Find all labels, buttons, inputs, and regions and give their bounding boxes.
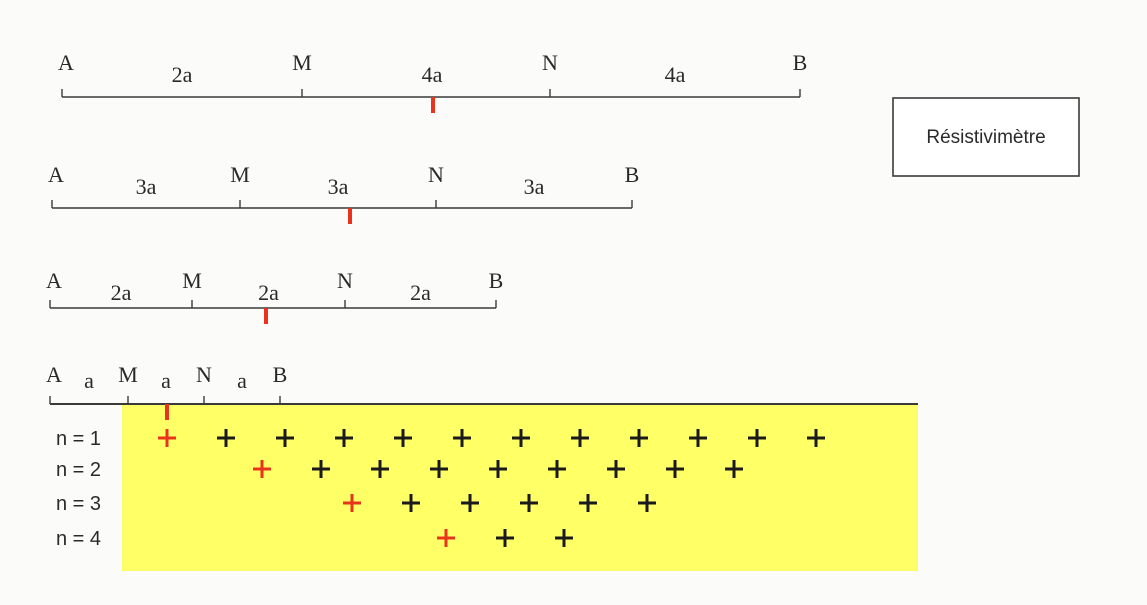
measurement-point [571,429,589,447]
measurement-point-first [343,494,361,512]
measurement-point [430,460,448,478]
row-label-n3: n = 3 [56,493,101,515]
electrode-label-b: B [793,50,808,75]
measurement-point [555,529,573,547]
measurement-point [371,460,389,478]
spacing-label: 2a [111,280,132,305]
electrode-label-n: N [337,268,353,293]
row-label-n1: n = 1 [56,428,101,450]
electrode-label-n: N [196,362,212,387]
electrode-label-a: A [58,50,74,75]
measurement-point [217,429,235,447]
spacing-label: 4a [422,62,443,87]
spacing-label: a [84,368,94,393]
measurement-point-first [253,460,271,478]
measurement-point [335,429,353,447]
electrode-label-n: N [428,162,444,187]
electrode-label-n: N [542,50,558,75]
electrode-label-m: M [292,50,312,75]
electrode-label-b: B [489,268,504,293]
measurement-point [807,429,825,447]
measurement-point [276,429,294,447]
measurement-point [748,429,766,447]
measurement-point [520,494,538,512]
electrode-label-a: A [48,162,64,187]
electrode-label-a: A [46,268,62,293]
spacing-label: 3a [524,174,545,199]
electrode-label-a: A [46,362,62,387]
spacing-label: 3a [328,174,349,199]
electrode-label-m: M [118,362,138,387]
measurement-point [461,494,479,512]
measurement-point [512,429,530,447]
measurement-point [725,460,743,478]
electrode-label-m: M [230,162,250,187]
resistivimetre-label: Résistivimètre [926,127,1045,148]
spacing-label: a [161,368,171,393]
electrode-label-b: B [625,162,640,187]
measurement-point [402,494,420,512]
row-label-n2: n = 2 [56,459,101,481]
resistivimetre-box [892,97,1080,177]
measurement-point-first [437,529,455,547]
measurement-point [638,494,656,512]
measurement-point [666,460,684,478]
spacing-label: 2a [258,280,279,305]
measurement-point [453,429,471,447]
spacing-label: 3a [136,174,157,199]
spacing-label: 2a [410,280,431,305]
measurement-point [548,460,566,478]
row-label-n4: n = 4 [56,528,101,550]
electrode-label-b: B [273,362,288,387]
measurement-point [630,429,648,447]
measurement-point [689,429,707,447]
measurement-point [496,529,514,547]
measurement-point-first [158,429,176,447]
spacing-label: 2a [172,62,193,87]
measurement-point [394,429,412,447]
spacing-label: 4a [665,62,686,87]
measurement-point [607,460,625,478]
measurement-point [489,460,507,478]
measurement-point [579,494,597,512]
measurement-point [312,460,330,478]
electrode-label-m: M [182,268,202,293]
spacing-label: a [237,368,247,393]
